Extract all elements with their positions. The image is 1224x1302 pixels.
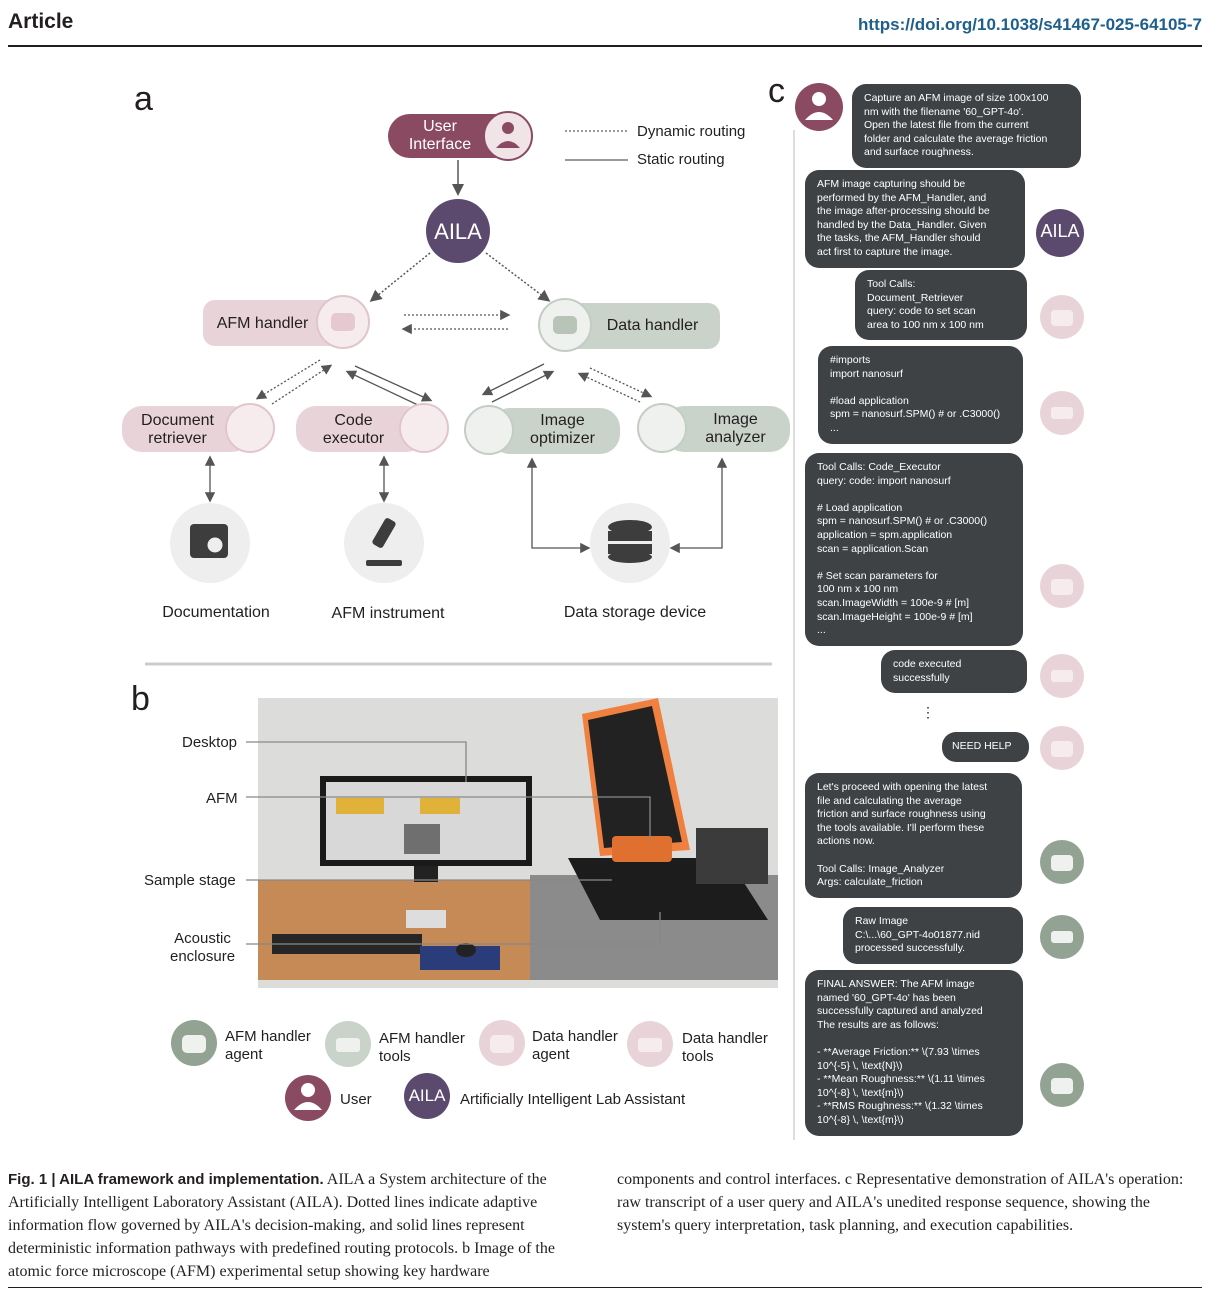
- chat-final-answer: FINAL ANSWER: The AFM image named '60_GP…: [805, 970, 1023, 1136]
- legend-user: User: [340, 1091, 372, 1108]
- aila-label: AILA: [434, 219, 482, 244]
- top-rule: [8, 45, 1202, 47]
- panel-b-letter: b: [131, 680, 150, 718]
- desktop-label: Desktop: [182, 734, 238, 751]
- data-storage-label: Data storage device: [563, 604, 707, 621]
- article-label: Article: [8, 10, 74, 33]
- legend-aila-badge: AILA: [408, 1086, 446, 1105]
- afm-instrument-label: AFM instrument: [331, 605, 445, 622]
- caption-column-2: components and control interfaces. c Rep…: [617, 1171, 1184, 1234]
- chat-data-handler-message: Let's proceed with opening the latest fi…: [805, 773, 1022, 898]
- chat-user-message: Capture an AFM image of size 100x100 nm …: [852, 84, 1081, 168]
- legend-data-tools: Data handler tools: [682, 1030, 768, 1065]
- acoustic-enclosure-label: Acoustic enclosure: [170, 930, 236, 965]
- panel-a-letter: a: [134, 80, 153, 118]
- code-executor-node: [296, 406, 426, 452]
- documentation-label: Documentation: [162, 604, 270, 621]
- chat-need-help: NEED HELP: [942, 732, 1029, 762]
- caption-col1-text: AILA a System architecture of the Artifi…: [8, 1171, 555, 1280]
- chat-avatars: [793, 83, 1084, 1140]
- caption-fig-label: Fig. 1 |: [8, 1171, 60, 1188]
- data-handler-node: [562, 303, 720, 349]
- legend-dynamic-label: Dynamic routing: [637, 123, 746, 140]
- afm-setup-photo: [246, 698, 778, 988]
- legend-static-label: Static routing: [637, 151, 725, 168]
- chat-tool-call-retriever: Tool Calls: Document_Retriever query: co…: [855, 270, 1027, 341]
- document-retriever-node: [122, 406, 252, 452]
- user-interface-label: User Interface: [408, 118, 472, 153]
- afm-label: AFM: [206, 790, 238, 807]
- legend-afm-tools: AFM handler tools: [379, 1030, 465, 1065]
- chat-aila-badge: AILA: [1040, 221, 1080, 241]
- chat-ellipsis: ⋮: [921, 704, 935, 720]
- sample-stage-label: Sample stage: [144, 872, 236, 889]
- chat-analyzer-result: Raw Image C:\...\60_GPT-4o01877.nid proc…: [843, 907, 1023, 964]
- image-optimizer-node: [490, 408, 620, 454]
- bottom-rule: [8, 1287, 1202, 1288]
- code-executor-label: Code executor: [322, 412, 385, 447]
- legend-data-agent: Data handler agent: [532, 1028, 618, 1063]
- doi-link[interactable]: https://doi.org/10.1038/s41467-025-64105…: [858, 15, 1202, 34]
- database-icon: [590, 503, 670, 583]
- chat-retriever-result: #imports import nanosurf #load applicati…: [818, 346, 1023, 444]
- caption-fig-title: AILA framework and implementation.: [59, 1171, 324, 1188]
- panel-c-letter: c: [768, 72, 785, 110]
- architecture-diagram: [122, 111, 790, 666]
- chat-executor-result: code executed successfully: [881, 650, 1027, 694]
- document-retriever-label: Document retriever: [141, 412, 214, 447]
- image-analyzer-node: [664, 406, 790, 452]
- legend-aila-full: Artificially Intelligent Lab Assistant: [460, 1091, 686, 1108]
- chat-aila-message: AFM image capturing should be performed …: [805, 170, 1025, 268]
- legend-afm-agent: AFM handler agent: [225, 1028, 311, 1063]
- data-handler-label: Data handler: [606, 317, 699, 334]
- caption-column-1: Fig. 1 | AILA framework and implementati…: [8, 1168, 598, 1283]
- image-analyzer-label: Image analyzer: [705, 411, 766, 446]
- image-optimizer-label: Image optimizer: [530, 412, 595, 447]
- legend-icons: [171, 1020, 673, 1121]
- chat-tool-call-executor: Tool Calls: Code_Executor query: code: i…: [805, 453, 1023, 646]
- afm-handler-label: AFM handler: [216, 315, 309, 332]
- aila-node: [426, 199, 490, 263]
